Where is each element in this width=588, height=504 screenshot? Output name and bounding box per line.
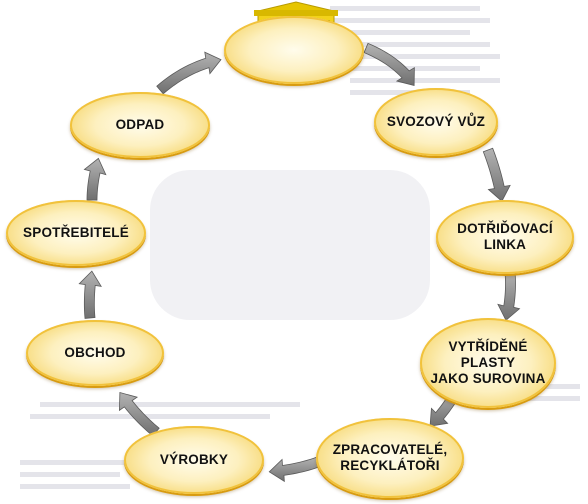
node-label-dotridovaci-linka: DOTŘIĎOVACÍ LINKA — [457, 221, 553, 252]
cycle-node-odpad: ODPAD — [70, 92, 210, 158]
cycle-node-vyrobky: VÝROBKY — [124, 426, 264, 494]
node-label-vyrobky: VÝROBKY — [159, 452, 229, 467]
cycle-node-dotridovaci-linka: DOTŘIĎOVACÍ LINKA — [436, 200, 574, 274]
cycle-node-top — [224, 16, 364, 84]
cycle-node-obchod: OBCHOD — [26, 320, 164, 386]
node-label-obchod: OBCHOD — [64, 345, 126, 360]
node-label-svozovy-vuz: SVOZOVÝ VŮZ — [386, 114, 486, 129]
node-label-odpad: ODPAD — [115, 117, 165, 132]
node-label-spotrebitele: SPOTŘEBITELÉ — [23, 225, 129, 240]
cycle-node-vytridene-plasty: VYTŘÍDĚNÉ PLASTY JAKO SUROVINA — [420, 318, 556, 408]
cycle-node-spotrebitele: SPOTŘEBITELÉ — [6, 200, 146, 266]
cycle-node-svozovy-vuz: SVOZOVÝ VŮZ — [374, 88, 498, 156]
node-label-zpracovatele: ZPRACOVATELÉ, RECYKLÁTOŘI — [332, 442, 448, 473]
node-label-vytridene-plasty: VYTŘÍDĚNÉ PLASTY JAKO SUROVINA — [430, 339, 546, 386]
cycle-node-zpracovatele: ZPRACOVATELÉ, RECYKLÁTOŘI — [316, 418, 464, 498]
